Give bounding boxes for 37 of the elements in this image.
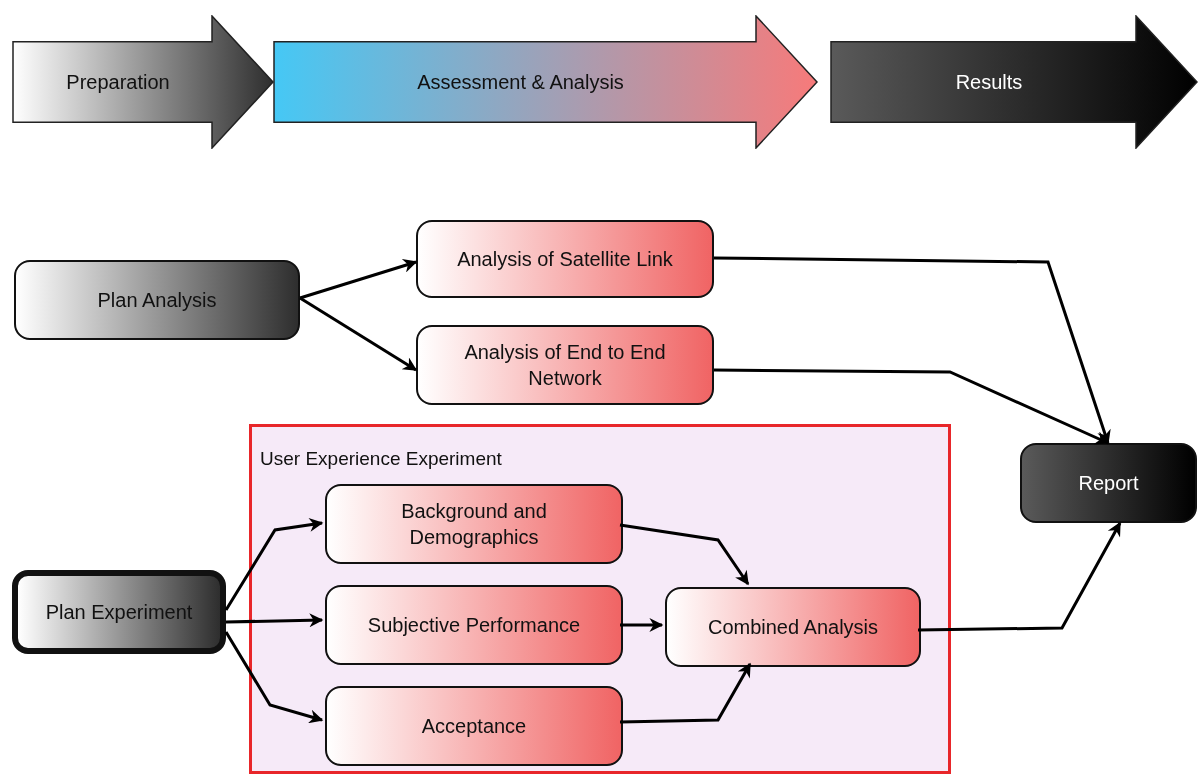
arrow	[918, 521, 1122, 632]
box-label: Results	[954, 70, 1024, 95]
process-box	[325, 585, 623, 665]
box-label: Analysis of End to End Network	[463, 340, 667, 391]
arrow	[299, 296, 418, 372]
arrow-banner	[12, 15, 274, 149]
arrow	[225, 613, 324, 628]
arrow-banner	[830, 15, 1198, 149]
process-box	[325, 686, 623, 766]
arrow	[619, 523, 750, 586]
arrow	[299, 259, 418, 300]
box-label: Combined Analysis	[706, 615, 880, 640]
process-box	[325, 484, 623, 564]
box-label: Subjective Performance	[366, 613, 582, 638]
box-label: Report	[1077, 471, 1140, 496]
box-label: Assessment & Analysis	[416, 70, 625, 95]
arrow	[224, 631, 324, 724]
box-label: Background and Demographics	[400, 499, 548, 550]
arrow	[714, 256, 1111, 445]
group-title: User Experience Experiment	[259, 447, 503, 471]
arrow	[224, 517, 324, 611]
box-label: Plan Experiment	[44, 600, 194, 625]
process-box	[416, 325, 714, 405]
box-label: Analysis of Satellite Link	[456, 247, 674, 272]
process-box	[14, 260, 300, 340]
arrow	[620, 618, 664, 632]
process-box	[416, 220, 714, 298]
process-box	[665, 587, 921, 667]
box-label: Preparation	[65, 70, 171, 95]
process-box	[1020, 443, 1197, 523]
arrow	[714, 368, 1110, 445]
group-panel	[249, 424, 951, 774]
box-label: Acceptance	[420, 714, 528, 739]
process-box	[12, 570, 226, 654]
arrow-banner	[273, 15, 818, 149]
box-label: Plan Analysis	[96, 288, 218, 313]
arrow	[619, 662, 752, 724]
